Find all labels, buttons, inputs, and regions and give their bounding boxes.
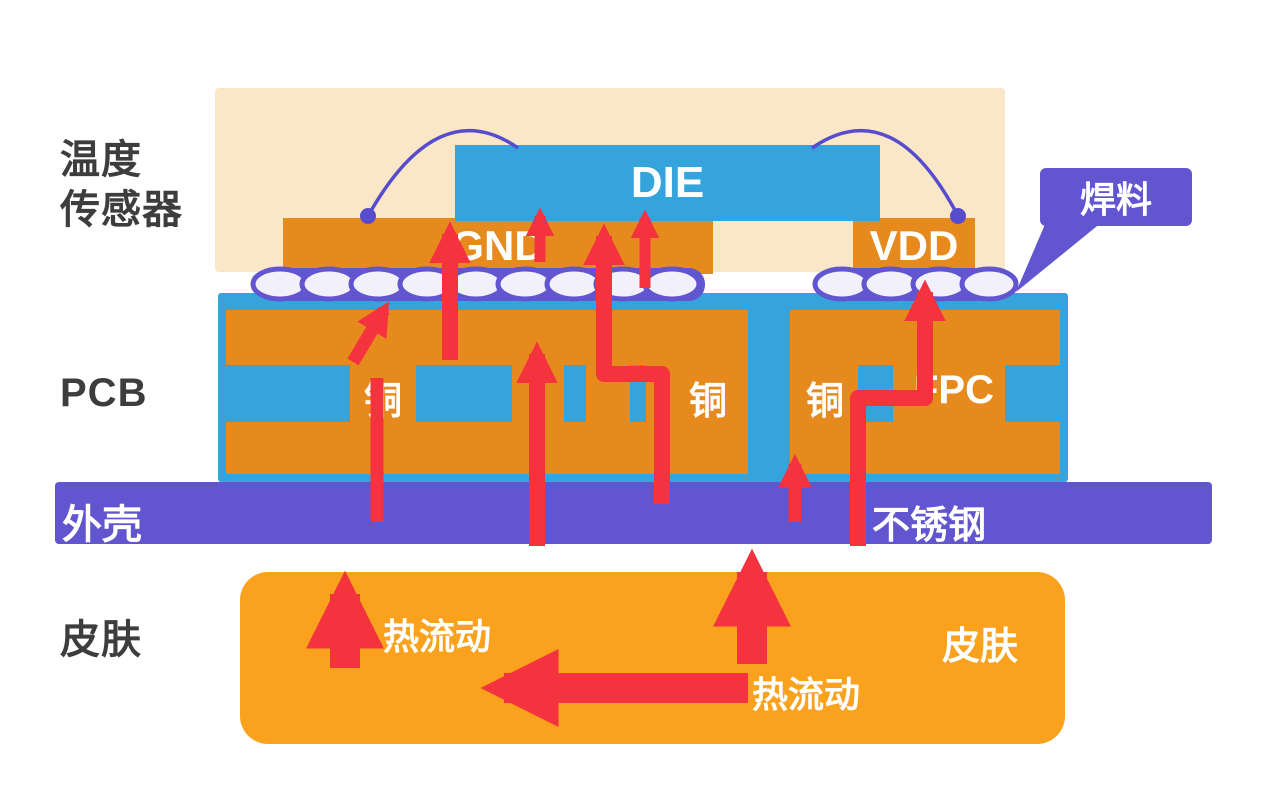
vdd-pad: VDD (853, 218, 975, 274)
housing-material-label: 不锈钢 (872, 505, 987, 547)
heat-flow-label-side: 热流动 (752, 674, 861, 715)
gnd-pad: GND (283, 218, 713, 274)
row-label-temperature-sensor-line1: 温度 (60, 138, 142, 182)
die-label: DIE (630, 158, 705, 207)
gnd-label: GND (451, 222, 545, 269)
thermal-via-column (790, 365, 858, 422)
skin-inner-label: 皮肤 (942, 626, 1019, 668)
row-label-temperature-sensor-line2: 传感器 (60, 188, 183, 232)
housing-label: 外壳 (62, 503, 142, 547)
heat-flow-label-up: 热流动 (383, 616, 492, 657)
die-block: DIE (455, 145, 880, 221)
copper-label-mid: 铜 (688, 381, 727, 423)
fpc-label: FPC (914, 368, 994, 412)
thermal-via-column (512, 365, 564, 422)
copper-label-left: 铜 (363, 381, 402, 423)
copper-label-right: 铜 (805, 381, 844, 423)
row-label-temperature-sensor: 温度 传感器 (60, 135, 183, 235)
row-label-pcb: PCB (60, 371, 148, 415)
vdd-label: VDD (869, 222, 959, 269)
solder-callout: 焊料 (1040, 168, 1192, 226)
row-label-skin: 皮肤 (60, 618, 142, 662)
housing-bar (55, 482, 1212, 544)
thermal-via-column (586, 365, 630, 422)
solder-callout-label: 焊料 (1079, 179, 1152, 220)
solder-callout-pointer (1016, 222, 1102, 292)
